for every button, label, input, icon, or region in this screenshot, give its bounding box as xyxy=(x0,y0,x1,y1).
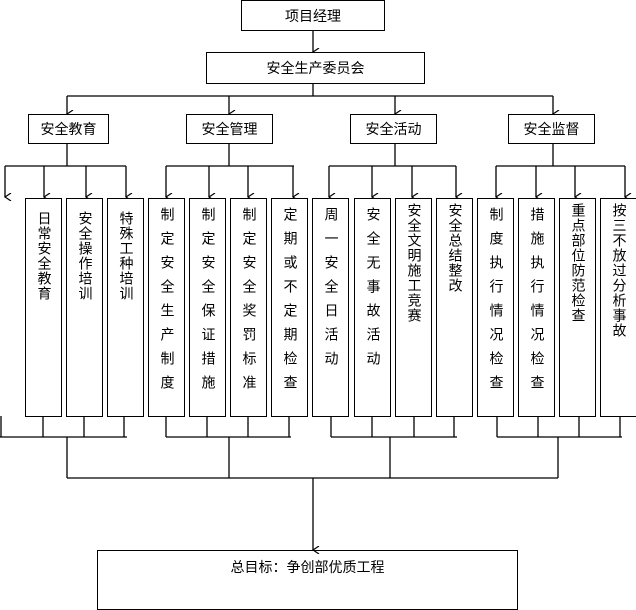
item-label: 安全无事故活动 xyxy=(364,207,381,375)
category-safety-activities: 安全活动 xyxy=(350,114,437,144)
category-label: 安全教育 xyxy=(40,122,97,138)
item-box: 周一安全日活动 xyxy=(312,198,349,417)
item-label: 特殊工种培训 xyxy=(117,211,134,301)
item-label: 安全操作培训 xyxy=(76,211,93,301)
item-label: 制定安全奖罚标准 xyxy=(240,207,257,399)
item-label: 制定安全保证措施 xyxy=(199,207,216,399)
category-safety-management: 安全管理 xyxy=(186,114,273,144)
category-label: 安全管理 xyxy=(201,122,258,138)
item-box: 特殊工种培训 xyxy=(107,198,144,417)
item-box: 制定安全奖罚标准 xyxy=(230,198,267,417)
project-manager-box: 项目经理 xyxy=(241,0,385,31)
category-safety-education: 安全教育 xyxy=(28,114,109,144)
item-box: 安全无事故活动 xyxy=(354,198,391,417)
overall-goal-label: 总目标：争创部优质工程 xyxy=(230,560,385,576)
item-box: 日常安全教育 xyxy=(25,198,62,417)
item-label: 制度执行情况检查 xyxy=(487,207,504,399)
item-box: 制定安全保证措施 xyxy=(189,198,226,417)
project-manager-label: 项目经理 xyxy=(285,8,341,25)
item-box: 安全文明施工竞赛 xyxy=(395,198,432,417)
safety-committee-box: 安全生产委员会 xyxy=(206,52,425,84)
item-label: 定期或不定期检查 xyxy=(281,207,298,399)
item-label: 措施执行情况检查 xyxy=(528,207,545,399)
category-label: 安全监督 xyxy=(523,122,580,138)
item-box: 制度执行情况检查 xyxy=(477,198,514,417)
item-box: 安全总结整改 xyxy=(436,198,473,417)
item-label: 周一安全日活动 xyxy=(322,207,339,375)
item-label: 制定安全生产制度 xyxy=(158,207,175,399)
item-box: 重点部位防范检查 xyxy=(559,198,596,417)
category-label: 安全活动 xyxy=(365,122,422,138)
item-box: 措施执行情况检查 xyxy=(518,198,555,417)
item-label: 安全文明施工竞赛 xyxy=(405,203,422,323)
item-box: 安全操作培训 xyxy=(66,198,103,417)
connector-lines xyxy=(0,30,636,593)
safety-committee-label: 安全生产委员会 xyxy=(266,61,365,77)
item-box: 定期或不定期检查 xyxy=(271,198,308,417)
item-label: 日常安全教育 xyxy=(35,211,52,301)
category-safety-supervision: 安全监督 xyxy=(508,114,595,144)
item-box: 按三不放过分析事故 xyxy=(600,198,636,417)
item-box: 制定安全生产制度 xyxy=(148,198,185,417)
item-label: 重点部位防范检查 xyxy=(569,203,586,323)
item-label: 按三不放过分析事故 xyxy=(610,203,627,338)
overall-goal-box: 总目标：争创部优质工程 xyxy=(97,550,518,610)
item-label: 安全总结整改 xyxy=(446,203,463,293)
